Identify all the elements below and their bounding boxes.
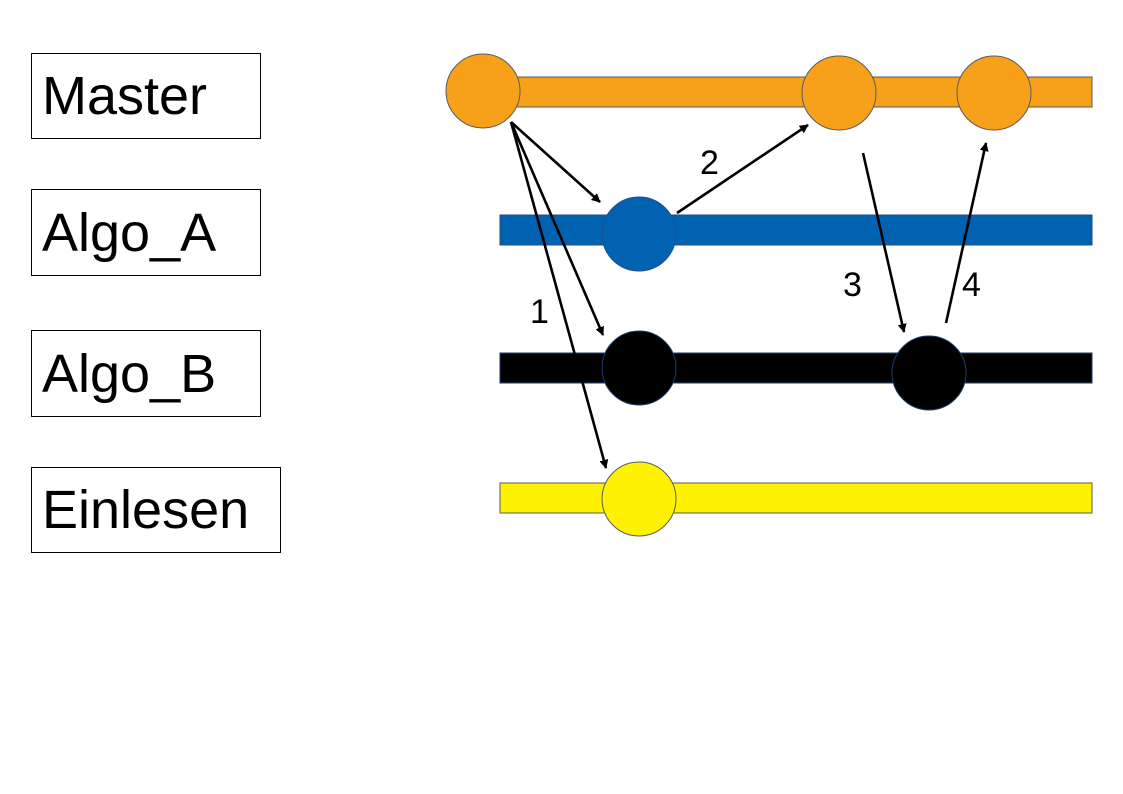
einlesen-branch-bar	[499, 482, 1093, 514]
algo-a-branch-bar	[499, 214, 1093, 246]
branch-label-algo-b-text: Algo_B	[42, 343, 217, 404]
algo-b-commit-node	[891, 335, 967, 411]
branch-label-einlesen-text: Einlesen	[42, 480, 250, 540]
arrow-algo-b-to-master	[944, 142, 989, 324]
step-label-4: 4	[962, 266, 981, 304]
master-commit-node	[445, 53, 521, 129]
arrow-master-to-einlesen	[509, 121, 609, 469]
algo-b-branch-bar	[499, 352, 1093, 384]
arrows	[509, 121, 989, 469]
master-commit-node	[801, 55, 877, 131]
master-commit-node	[956, 55, 1032, 131]
branch-label-einlesen: Einlesen	[31, 467, 281, 553]
arrow-master-to-algo-b-merge	[861, 152, 907, 333]
algo-b-commit-node	[601, 330, 677, 406]
branch-label-algo-b: Algo_B	[31, 330, 261, 417]
step-label-3: 3	[843, 266, 862, 304]
branch-label-algo-a: Algo_A	[31, 189, 261, 276]
step-label-1: 1	[530, 293, 549, 331]
algo-a-commit-node	[601, 196, 677, 272]
arrow-master-to-algo-a	[510, 121, 601, 203]
arrow-algo-a-to-master	[676, 123, 809, 215]
arrow-master-to-algo-b	[509, 121, 605, 336]
branch-label-master: Master	[31, 53, 261, 139]
step-label-2: 2	[700, 144, 719, 182]
branch-label-master-text: Master	[42, 66, 208, 126]
einlesen-commit-node	[601, 461, 677, 537]
branch-label-algo-a-text: Algo_A	[42, 202, 217, 263]
